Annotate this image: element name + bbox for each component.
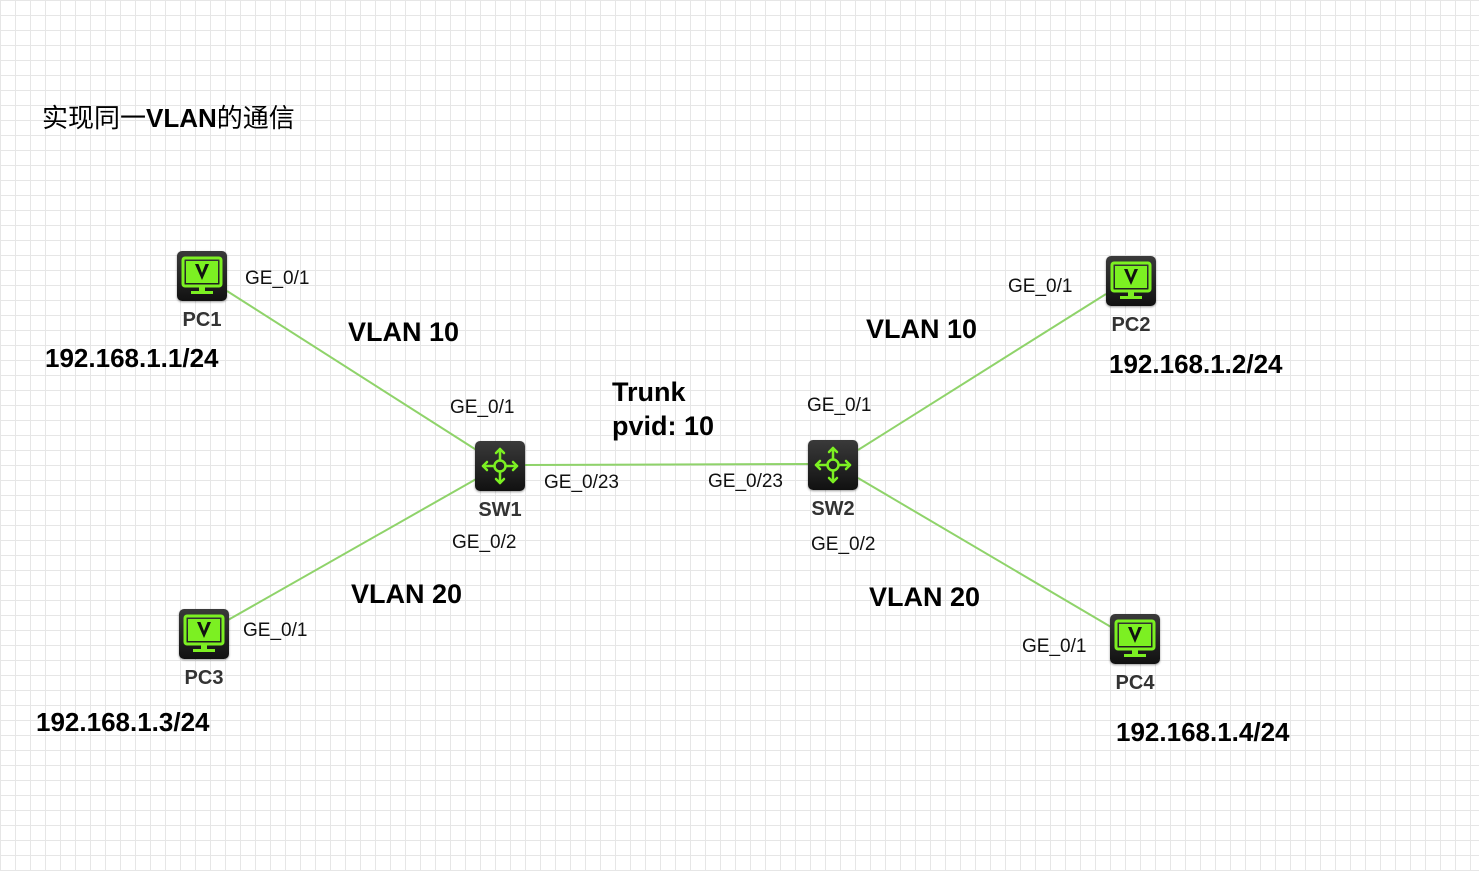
- pc3-ip: 192.168.1.3/24: [36, 707, 210, 737]
- pc2-label: PC2: [1111, 314, 1151, 336]
- sw2-label: SW2: [811, 498, 855, 520]
- sw2-port-to-pc2: GE_0/1: [807, 395, 872, 416]
- pc2-port: GE_0/1: [1008, 276, 1073, 297]
- vlan-label-pc3: VLAN 20: [351, 579, 463, 609]
- sw1-port-to-pc3: GE_0/2: [452, 532, 517, 553]
- vlan-label-pc1: VLAN 10: [348, 317, 460, 347]
- pc1-port: GE_0/1: [245, 268, 310, 289]
- switch-arrows-icon: [481, 447, 519, 485]
- pc4-label: PC4: [1115, 672, 1155, 694]
- title-suffix: 的通信: [216, 104, 295, 134]
- switch-arrows-icon: [814, 446, 852, 484]
- pc1-device[interactable]: [177, 251, 227, 301]
- sw2-port-trunk: GE_0/23: [708, 471, 783, 492]
- pc4-ip: 192.168.1.4/24: [1116, 717, 1290, 747]
- vlan-label-pc4: VLAN 20: [869, 582, 981, 612]
- pc1-label: PC1: [182, 309, 222, 331]
- pc-monitor-icon: [183, 614, 225, 652]
- pc2-device[interactable]: [1106, 256, 1156, 306]
- sw1-device[interactable]: [475, 441, 525, 491]
- sw2-device[interactable]: [808, 440, 858, 490]
- page-title: 实现同一VLAN的通信: [42, 98, 295, 135]
- pc-monitor-icon: [1114, 619, 1156, 657]
- pc-monitor-icon: [181, 256, 223, 294]
- link-pc3-sw1[interactable]: [227, 477, 479, 621]
- pc3-device[interactable]: [179, 609, 229, 659]
- link-pc4-sw2[interactable]: [857, 477, 1112, 628]
- trunk-pvid: pvid: 10: [612, 411, 715, 441]
- vlan-label-pc2: VLAN 10: [866, 314, 978, 344]
- sw1-port-trunk: GE_0/23: [544, 472, 619, 493]
- trunk-label: Trunk pvid: 10: [612, 375, 714, 443]
- pc-monitor-icon: [1110, 261, 1152, 299]
- title-highlight: VLAN: [146, 103, 217, 133]
- sw1-label: SW1: [478, 499, 522, 521]
- sw2-port-to-pc4: GE_0/2: [811, 534, 876, 555]
- link-sw1-sw2[interactable]: [523, 463, 811, 466]
- pc4-device[interactable]: [1110, 614, 1160, 664]
- sw1-port-to-pc1: GE_0/1: [450, 397, 515, 418]
- pc3-label: PC3: [184, 667, 224, 689]
- trunk-mode: Trunk: [612, 377, 686, 407]
- pc3-port: GE_0/1: [243, 620, 308, 641]
- pc2-ip: 192.168.1.2/24: [1109, 349, 1283, 379]
- title-prefix: 实现同一: [42, 104, 147, 134]
- pc4-port: GE_0/1: [1022, 636, 1087, 657]
- link-pc2-sw2[interactable]: [857, 293, 1107, 451]
- pc1-ip: 192.168.1.1/24: [45, 343, 219, 373]
- link-pc1-sw1[interactable]: [226, 290, 479, 452]
